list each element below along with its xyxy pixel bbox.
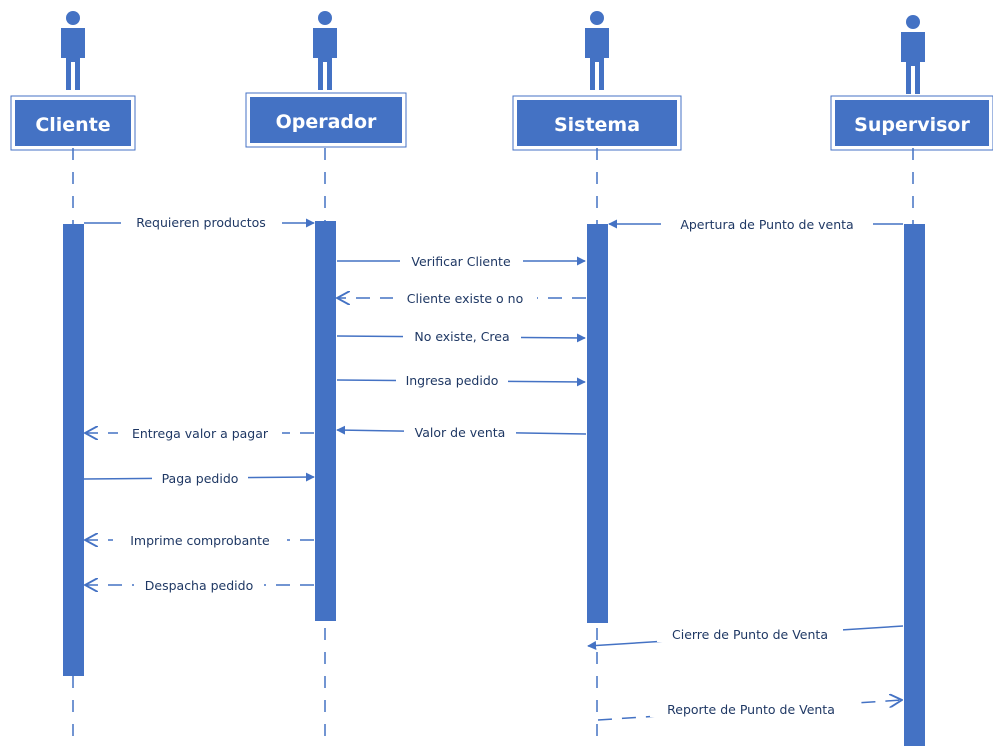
message-label: Cierre de Punto de Venta bbox=[672, 627, 828, 642]
message-apertura-punto: Apertura de Punto de venta bbox=[608, 215, 903, 232]
message-reporte-punto: Reporte de Punto de Venta bbox=[597, 700, 902, 721]
lifelines bbox=[72, 148, 914, 746]
message-valor-venta: Valor de venta bbox=[336, 423, 587, 440]
message-label: Ingresa pedido bbox=[406, 373, 499, 388]
person-icon bbox=[901, 15, 925, 94]
actor-box-cliente: Cliente bbox=[10, 95, 136, 151]
actor-box-supervisor: Supervisor bbox=[830, 95, 993, 151]
message-requieren-productos: Requieren productos bbox=[84, 214, 315, 231]
message-paga-pedido: Paga pedido bbox=[83, 469, 315, 486]
message-verificar-cliente: Verificar Cliente bbox=[337, 252, 586, 269]
message-despacha-pedido: Despacha pedido bbox=[85, 576, 314, 593]
activation-bar-supervisor bbox=[904, 224, 925, 746]
message-label: Reporte de Punto de Venta bbox=[667, 702, 835, 717]
message-label: Paga pedido bbox=[162, 471, 239, 486]
message-cliente-existe: Cliente existe o no bbox=[337, 289, 586, 306]
person-icon bbox=[61, 11, 85, 90]
message-label: Requieren productos bbox=[136, 215, 266, 230]
message-label: Verificar Cliente bbox=[411, 254, 511, 269]
message-label: Entrega valor a pagar bbox=[132, 426, 269, 441]
person-icon bbox=[585, 11, 609, 90]
actor-box-sistema: Sistema bbox=[512, 95, 682, 151]
activation-bar-cliente bbox=[63, 224, 84, 676]
message-label: Apertura de Punto de venta bbox=[680, 217, 853, 232]
message-imprime-comprobante: Imprime comprobante bbox=[85, 531, 314, 548]
actor-label-operador: Operador bbox=[276, 111, 377, 133]
message-entrega-valor: Entrega valor a pagar bbox=[85, 424, 314, 441]
message-label: Despacha pedido bbox=[145, 578, 253, 593]
person-icon bbox=[313, 11, 337, 90]
actor-label-sistema: Sistema bbox=[554, 114, 640, 136]
message-label: Cliente existe o no bbox=[407, 291, 523, 306]
actor-box-operador: Operador bbox=[245, 92, 407, 148]
activation-bar-sistema bbox=[587, 224, 608, 623]
message-label: Valor de venta bbox=[415, 425, 506, 440]
message-no-existe-crea: No existe, Crea bbox=[336, 327, 586, 344]
message-cierre-punto: Cierre de Punto de Venta bbox=[587, 625, 904, 650]
message-label: Imprime comprobante bbox=[130, 533, 270, 548]
actor-label-supervisor: Supervisor bbox=[854, 114, 970, 136]
actor-label-cliente: Cliente bbox=[35, 114, 110, 136]
message-label: No existe, Crea bbox=[414, 329, 509, 344]
activation-bar-operador bbox=[315, 221, 336, 621]
message-ingresa-pedido: Ingresa pedido bbox=[336, 371, 586, 388]
